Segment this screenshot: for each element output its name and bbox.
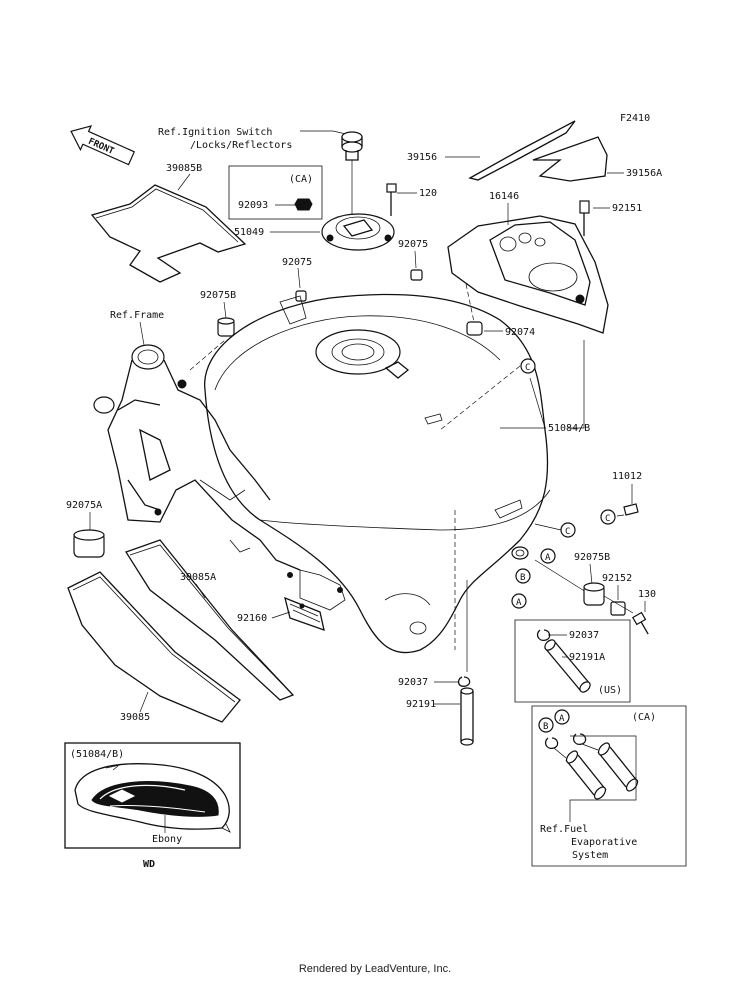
label-11012-part xyxy=(623,503,639,516)
grommet-92075A-part xyxy=(73,529,105,558)
callout-b-1: B xyxy=(515,568,531,584)
pad-39156A-part xyxy=(532,136,608,182)
bolt-120-part xyxy=(386,183,397,216)
bolt-92151-part xyxy=(579,200,590,236)
callout-c-1: C xyxy=(520,358,536,374)
hose-92191A-part xyxy=(544,639,591,693)
svg-text:A: A xyxy=(545,553,551,563)
svg-text:C: C xyxy=(525,363,530,373)
ca-fuel-bracket xyxy=(531,705,687,867)
strip-39156-part xyxy=(468,120,576,181)
ca-box-title: (CA) xyxy=(289,174,313,185)
part-label-92075-a: 92075 xyxy=(398,239,428,250)
part-label-92093: 92093 xyxy=(238,200,268,211)
grommet-92075B-a-part xyxy=(217,317,235,337)
plate-51049-part xyxy=(321,213,395,251)
part-label-92075B-a: 92075B xyxy=(200,290,236,301)
ref-ignition-label-line1: Ref.Ignition Switch xyxy=(158,127,272,138)
svg-text:A: A xyxy=(516,598,522,608)
part-label-92037-b: 92037 xyxy=(398,677,428,688)
part-label-130: 130 xyxy=(638,589,656,600)
cushion-92074-part xyxy=(466,321,483,336)
tank-outlets-part xyxy=(511,546,529,560)
part-label-11012: 11012 xyxy=(612,471,642,482)
part-label-92075A: 92075A xyxy=(66,500,102,511)
part-label-39156A: 39156A xyxy=(626,168,662,179)
part-label-92160: 92160 xyxy=(237,613,267,624)
ref-fuel-label-line1: Ref.Fuel xyxy=(540,824,588,835)
svg-text:B: B xyxy=(543,722,548,732)
callout-c-2: C xyxy=(600,509,616,525)
part-label-92151: 92151 xyxy=(612,203,642,214)
part-label-92075B-b: 92075B xyxy=(574,552,610,563)
part-label-39085A: 39085A xyxy=(180,572,216,583)
callout-c-3: C xyxy=(560,522,576,538)
clamp-92160-part xyxy=(284,596,325,632)
clip-92037-a-part xyxy=(536,629,551,641)
nut-92093-part xyxy=(294,198,313,211)
callout-a-2: A xyxy=(511,593,527,609)
callout-a-1: A xyxy=(540,548,556,564)
callout-a-3: A xyxy=(554,709,570,725)
us-label: (US) xyxy=(598,685,622,696)
part-label-92074: 92074 xyxy=(505,327,535,338)
part-label-39156: 39156 xyxy=(407,152,437,163)
evap-hoses-part xyxy=(544,733,639,800)
part-label-92075-b: 92075 xyxy=(282,257,312,268)
hose-92191-part xyxy=(460,687,474,746)
part-label-92191: 92191 xyxy=(406,699,436,710)
part-label-120: 120 xyxy=(419,188,437,199)
ignition-cap-part xyxy=(341,131,363,161)
fuel-tank-51084B-part xyxy=(204,293,551,654)
ebony-label: Ebony xyxy=(152,834,182,845)
grommet-92075-a-part xyxy=(410,269,423,281)
ca-box-92093 xyxy=(228,165,323,220)
ca-box2-title: (CA) xyxy=(632,712,656,723)
svg-text:A: A xyxy=(559,714,565,724)
part-label-51084B: 51084/B xyxy=(548,423,590,434)
inset-ref-label: (51084/B) xyxy=(70,749,124,760)
ref-fuel-label-line3: System xyxy=(572,850,608,861)
ref-ignition-label-line2: /Locks/Reflectors xyxy=(190,140,292,151)
us-bracket xyxy=(514,619,631,703)
clip-92037-b-part xyxy=(457,676,471,687)
callout-b-2: B xyxy=(538,717,554,733)
part-label-92152: 92152 xyxy=(602,573,632,584)
pad-39085-part xyxy=(67,571,241,723)
bolt-130-part xyxy=(631,611,649,635)
part-label-51049: 51049 xyxy=(234,227,264,238)
meter-cover-16146-part xyxy=(447,215,609,334)
frame-part xyxy=(93,339,301,571)
grommet-92075B-b-part xyxy=(583,582,605,606)
part-label-16146: 16146 xyxy=(489,191,519,202)
part-label-39085B: 39085B xyxy=(166,163,202,174)
svg-text:B: B xyxy=(520,573,525,583)
ref-fuel-label-line2: Evaporative xyxy=(571,837,637,848)
svg-text:C: C xyxy=(605,514,610,524)
pad-39085A-part xyxy=(125,539,295,701)
front-arrow-icon: FRONT xyxy=(70,125,136,166)
figure-code: F2410 xyxy=(620,113,650,124)
svg-text:C: C xyxy=(565,527,570,537)
wd-label: WD xyxy=(143,859,155,870)
inset-tank-part xyxy=(74,763,231,833)
part-label-92191A: 92191A xyxy=(569,652,605,663)
inset-box xyxy=(64,742,241,849)
part-label-39085: 39085 xyxy=(120,712,150,723)
part-label-92037-a: 92037 xyxy=(569,630,599,641)
pad-39085B-part xyxy=(90,184,247,283)
footer-credit: Rendered by LeadVenture, Inc. xyxy=(298,963,452,975)
ref-frame-label: Ref.Frame xyxy=(110,310,164,321)
